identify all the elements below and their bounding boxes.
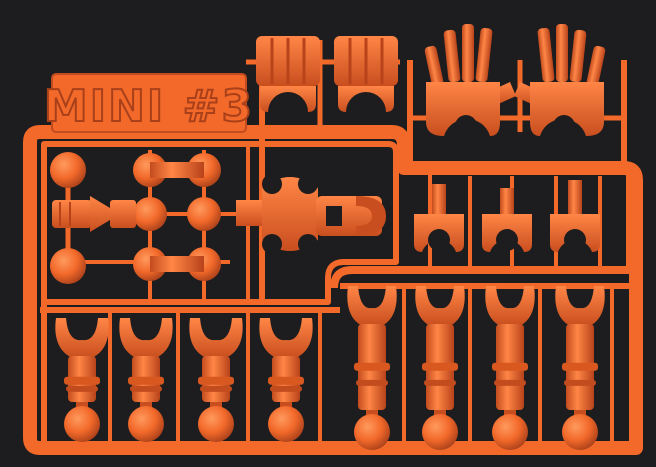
short-limb <box>189 318 243 442</box>
long-limb <box>555 286 605 450</box>
torso-connector <box>236 174 386 254</box>
fist-left <box>256 36 320 113</box>
name-tag-label: MINI #3 <box>44 81 254 132</box>
open-hand-right <box>514 24 606 137</box>
short-limb <box>55 318 109 442</box>
name-tag: MINI #3 <box>43 73 254 133</box>
shoulder-clip-1 <box>414 184 464 252</box>
long-limb <box>415 286 465 450</box>
fist-right <box>334 36 398 113</box>
open-hand-left <box>424 24 516 137</box>
long-limbs <box>347 286 605 450</box>
short-limbs <box>55 318 313 442</box>
long-limb <box>347 286 397 450</box>
long-limb <box>485 286 535 450</box>
short-limb <box>259 318 313 442</box>
ball-joint-group <box>50 152 221 284</box>
short-limb <box>119 318 173 442</box>
waist-piece <box>52 196 136 232</box>
shoulder-clip-3 <box>550 180 600 252</box>
shoulder-clip-2 <box>482 188 532 252</box>
